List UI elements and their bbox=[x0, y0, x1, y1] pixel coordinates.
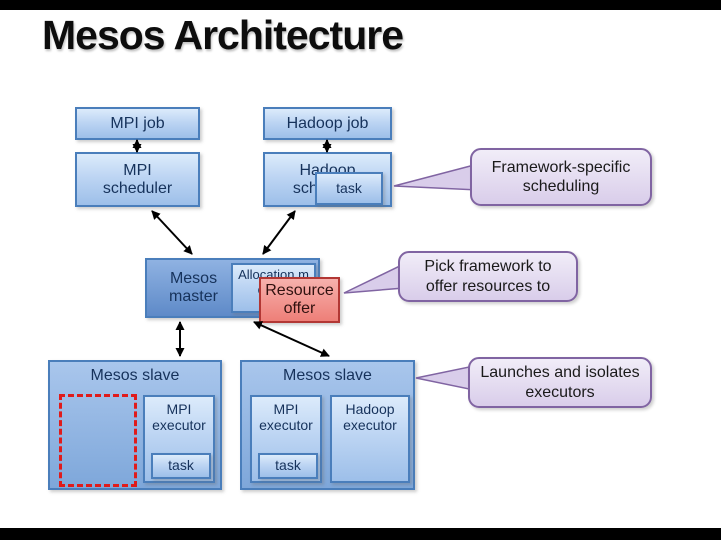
mesos-master-label: Mesos master bbox=[169, 270, 218, 305]
right-task-box: task bbox=[258, 453, 318, 479]
arrow-mpi-scheduler-master bbox=[151, 210, 193, 255]
page-title: Mesos Architecture bbox=[42, 12, 404, 58]
hadoop-job-box: Hadoop job bbox=[263, 107, 392, 140]
scheduler-task-label: task bbox=[336, 179, 362, 196]
hadoop-job-label: Hadoop job bbox=[286, 114, 369, 132]
mpi-scheduler-box: MPI scheduler bbox=[75, 152, 200, 207]
left-mpi-executor-box: MPI executor task bbox=[143, 395, 215, 483]
callout-launches-isolates-label: Launches and isolates executors bbox=[480, 364, 640, 401]
arrow-master-right-slave bbox=[253, 321, 330, 357]
callout-tail-pick bbox=[343, 262, 405, 294]
right-task-label: task bbox=[275, 457, 301, 474]
callout-tail-launch bbox=[415, 365, 475, 391]
mpi-job-label: MPI job bbox=[110, 114, 165, 132]
letterbox-top bbox=[0, 0, 721, 10]
left-slave-box: Mesos slave MPI executor task bbox=[48, 360, 222, 490]
left-task-label: task bbox=[168, 457, 194, 474]
hadoop-executor-box: Hadoop executor bbox=[330, 395, 410, 483]
right-mpi-executor-box: MPI executor task bbox=[250, 395, 322, 483]
right-slave-box: Mesos slave MPI executor task Hadoop exe… bbox=[240, 360, 415, 490]
callout-pick-framework-label: Pick framework to offer resources to bbox=[424, 258, 552, 295]
left-task-box: task bbox=[151, 453, 211, 479]
arrow-hadoop-scheduler-master bbox=[262, 210, 296, 255]
callout-framework-specific: Framework-specific scheduling bbox=[470, 148, 652, 206]
callout-launches-isolates: Launches and isolates executors bbox=[468, 357, 652, 408]
callout-tail-framework bbox=[393, 163, 479, 191]
left-mpi-executor-label: MPI executor bbox=[152, 401, 206, 433]
mpi-job-box: MPI job bbox=[75, 107, 200, 140]
left-slave-label: Mesos slave bbox=[90, 367, 180, 384]
right-mpi-executor-label: MPI executor bbox=[259, 401, 313, 433]
callout-framework-specific-label: Framework-specific scheduling bbox=[491, 158, 631, 195]
callout-pick-framework: Pick framework to offer resources to bbox=[398, 251, 578, 302]
right-slave-label: Mesos slave bbox=[283, 367, 372, 384]
scheduler-task-box: task bbox=[315, 172, 383, 205]
resource-offer-label: Resource offer bbox=[265, 282, 334, 317]
empty-executor-slot-outline bbox=[59, 394, 137, 487]
mpi-scheduler-label: MPI scheduler bbox=[102, 161, 173, 197]
resource-offer-box: Resource offer bbox=[259, 277, 340, 323]
letterbox-bottom bbox=[0, 528, 721, 540]
hadoop-executor-label: Hadoop executor bbox=[343, 401, 397, 433]
